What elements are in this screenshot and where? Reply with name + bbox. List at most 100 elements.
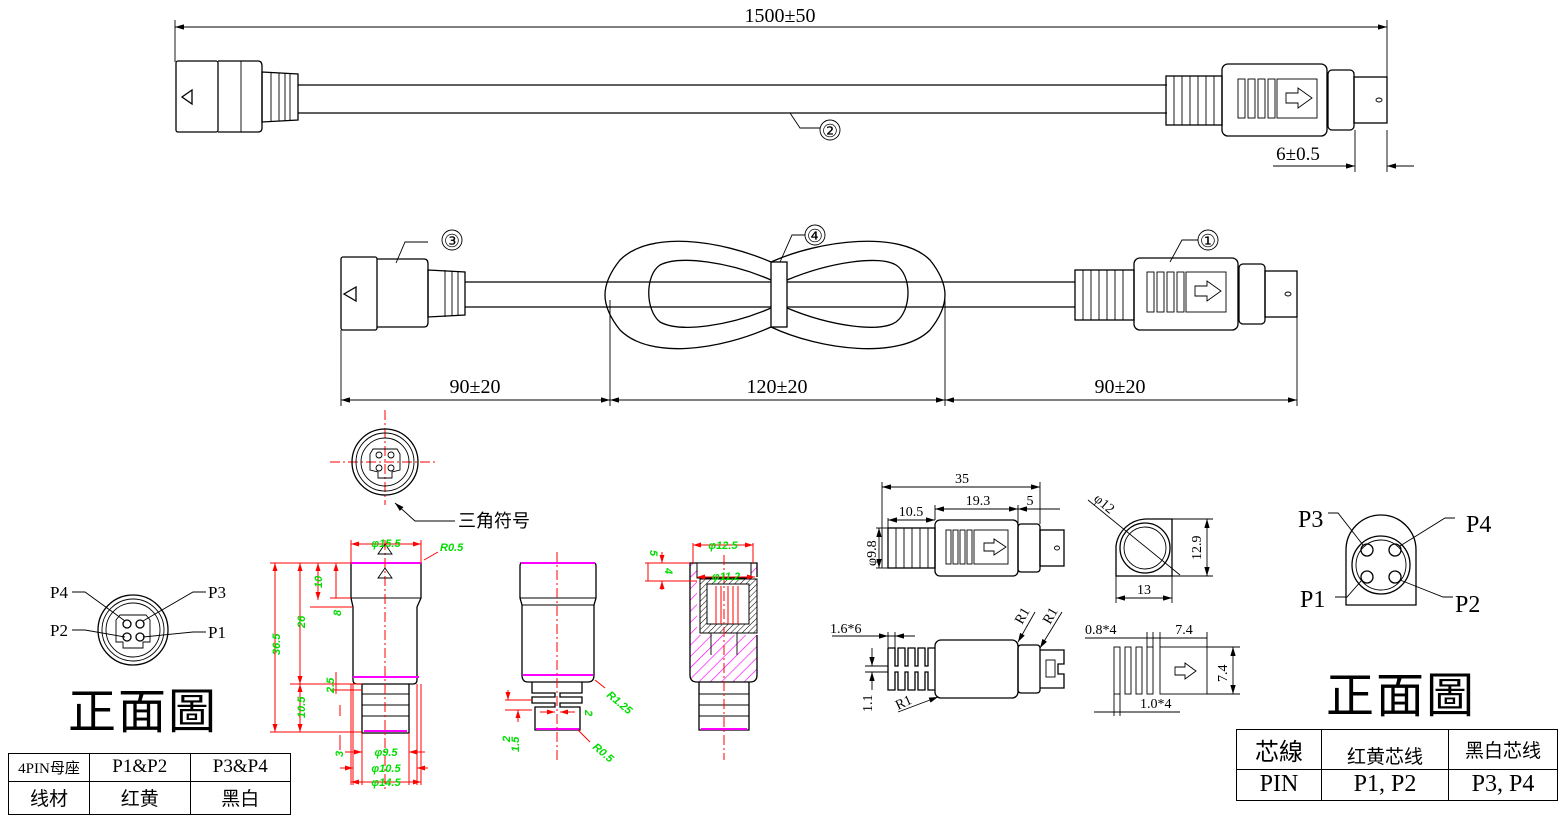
table-cell: 线材 (8, 780, 90, 815)
dim-7-4-h: 7.4 (1216, 665, 1231, 683)
dim-pitch: 1.0*4 (1140, 697, 1172, 712)
dim-10: 10 (313, 575, 325, 588)
table-cell: P3, P4 (1448, 768, 1558, 802)
table-cell: P3&P4 (189, 753, 291, 782)
table-row: PIN P1, P2 P3, P4 (1236, 768, 1558, 802)
dim-d14-5: φ14.5 (371, 777, 401, 789)
table-row: 线材 红黄 黑白 (8, 780, 291, 815)
male-top-dim-view: 35 19.3 5 10.5 φ9.8 (865, 472, 1065, 577)
female-side-plain-view: R1.25 R0.5 2 1.5 2 (501, 552, 635, 766)
bundled-cable-view: ③ ④ ① (340, 224, 1298, 406)
callout-male: ① (1200, 231, 1216, 251)
dim-12-9: 12.9 (1190, 536, 1205, 561)
male-pin-p3: P3 (1298, 507, 1323, 533)
table-cell: 红黄 (89, 780, 191, 815)
triangle-mark-icon (342, 285, 357, 303)
dim-10-5-male: 10.5 (899, 505, 924, 520)
pin-label-p4: P4 (50, 583, 68, 602)
dim-gap-2: 2 (501, 736, 513, 743)
cable-loop-left (604, 240, 772, 350)
male-connector-top (1165, 63, 1388, 137)
table-cell: 4PIN母座 (8, 753, 90, 782)
female-connector-top (175, 60, 299, 133)
cable-leader (789, 112, 820, 129)
male-pin-p2: P2 (1455, 592, 1480, 618)
tip-length-label: 6±0.5 (1276, 144, 1320, 165)
top-cable-view: 1500±50 ② (174, 5, 1414, 172)
dim-rib: 1.6*6 (830, 622, 862, 637)
dim-gap-1-5: 1.5 (510, 736, 522, 752)
dim-gap-2b: 2 (582, 709, 594, 716)
cable-tie (770, 261, 788, 328)
dim-d10-5: φ10.5 (371, 763, 401, 775)
dim-36-5: 36.5 (271, 633, 283, 655)
dim-5: 5 (1027, 494, 1034, 509)
overall-length-label: 1500±50 (745, 5, 816, 27)
table-row: 4PIN母座 P1&P2 P3&P4 (8, 753, 291, 782)
female-connector-bundled: ③ (340, 229, 466, 331)
male-end-dim-view: φ12 12.9 13 (1087, 492, 1213, 603)
dim-19-3: 19.3 (966, 494, 991, 509)
dim-r1-a: R1 (893, 693, 914, 714)
triangle-mark-icon (180, 88, 193, 106)
dim-r0-5-top: R0.5 (440, 542, 464, 554)
dim-35: 35 (955, 472, 969, 487)
dim-d12-5: φ12.5 (708, 540, 738, 552)
dim-13: 13 (1137, 583, 1151, 598)
dim-sec-4: 4 (662, 567, 674, 574)
female-side-dim-view: φ15.5 R0.5 36.5 26 10 8 10.5 2.5 3 φ9.5 … (270, 538, 464, 790)
table-cell: P1&P2 (89, 753, 191, 782)
dim-right-label: 90±20 (1095, 376, 1146, 398)
male-slot-dim-view: 0.8*4 7.4 7.4 1.0*4 (1085, 623, 1240, 716)
dim-d11-2: φ11.2 (712, 571, 740, 583)
dim-left-label: 90±20 (450, 376, 501, 398)
table-cell: PIN (1236, 768, 1322, 802)
male-wire-table: 芯線 红黄芯线 黑白芯线 PIN P1, P2 P3, P4 (1236, 729, 1558, 802)
arrow-right-icon (1285, 87, 1313, 109)
dim-2-5: 2.5 (325, 677, 337, 694)
dim-r0-5-bottom: R0.5 (590, 741, 616, 766)
cable-loop-right (770, 240, 946, 350)
triangle-note-label: 三角符号 (458, 511, 530, 531)
male-profile-view: 1.6*6 1.1 R1 R1 R1 (830, 605, 1065, 714)
dim-1-1: 1.1 (861, 695, 876, 713)
table-cell: 红黄芯线 (1321, 729, 1449, 770)
male-front-title: 正面圖 (1326, 670, 1477, 723)
arrow-right-icon (1174, 662, 1197, 680)
dim-10-5: 10.5 (296, 696, 308, 718)
female-face-centerline-view: 三角符号 (330, 410, 530, 531)
dim-middle-label: 120±20 (747, 376, 808, 398)
male-pin-p4: P4 (1466, 512, 1491, 538)
dim-7-4-w: 7.4 (1175, 623, 1193, 638)
dim-r1-b: R1 (1012, 605, 1033, 627)
table-cell: 黑白芯线 (1448, 729, 1558, 770)
dim-r1-c: R1 (1040, 605, 1061, 627)
arrow-right-icon (983, 538, 1007, 556)
table-cell: 黑白 (189, 780, 291, 815)
dim-d15-5: φ15.5 (371, 538, 401, 550)
female-front-view: P4 P3 P2 P1 (50, 583, 226, 666)
callout-female: ③ (444, 231, 460, 251)
dim-8: 8 (332, 609, 344, 616)
arrow-right-icon (1194, 280, 1222, 302)
callout-cable: ② (822, 121, 838, 141)
female-front-title: 正面圖 (68, 686, 219, 739)
dim-d9-5: φ9.5 (374, 747, 398, 759)
dim-slot: 0.8*4 (1085, 623, 1117, 638)
male-front-view: P3 P4 P1 P2 (1298, 507, 1491, 618)
dim-d12: φ12 (1090, 492, 1117, 518)
callout-tie: ④ (807, 226, 823, 246)
male-connector-bundled: ① (1074, 229, 1298, 331)
dim-r1-25: R1.25 (604, 689, 635, 718)
female-wire-table: 4PIN母座 P1&P2 P3&P4 线材 红黄 黑白 (8, 753, 291, 815)
pin-label-p3: P3 (208, 583, 226, 602)
dim-sec-5: 5 (647, 550, 659, 557)
dim-d9-8: φ9.8 (865, 540, 880, 566)
table-cell: 芯線 (1236, 729, 1322, 770)
pin-label-p1: P1 (208, 623, 226, 642)
table-row: 芯線 红黄芯线 黑白芯线 (1236, 729, 1558, 770)
dim-26: 26 (296, 615, 308, 629)
dim-3: 3 (334, 751, 346, 757)
table-cell: P1, P2 (1321, 768, 1449, 802)
